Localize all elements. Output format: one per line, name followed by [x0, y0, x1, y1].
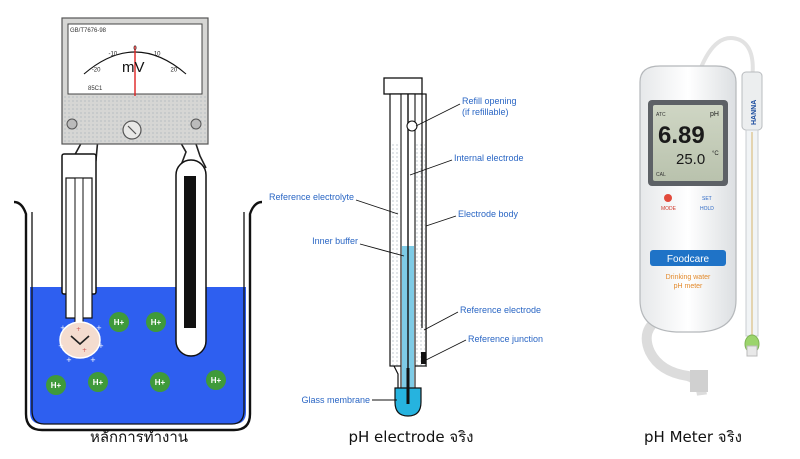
- probe-brand: HANNA: [751, 100, 758, 125]
- lcd-atc: ATC: [656, 112, 666, 118]
- svg-text:+: +: [58, 342, 64, 350]
- h-ion: [206, 370, 226, 390]
- caption-electrode: pH electrode จริง: [348, 428, 474, 446]
- reference-junction-mark: [421, 352, 426, 364]
- label-internal-electrode: Internal electrode: [454, 153, 524, 163]
- scale-mark-label: 20: [170, 67, 177, 73]
- beaker-inner-wall: [31, 212, 245, 425]
- h-ion: [88, 372, 108, 392]
- meter-subtitle-2: pH meter: [674, 283, 703, 290]
- label-electrode-body: Electrode body: [458, 209, 519, 219]
- h-ion: [146, 312, 166, 332]
- svg-text:+: +: [82, 347, 87, 354]
- voltmeter-unit: mV: [122, 59, 145, 76]
- label-reference-junction: Reference junction: [468, 334, 543, 344]
- power-icon[interactable]: [664, 194, 672, 202]
- solution-fill: [30, 287, 246, 424]
- glass-bulb: [59, 321, 101, 359]
- lcd-screen: [653, 105, 723, 181]
- caption-meter: pH Meter จริง: [644, 428, 742, 446]
- label-glass-membrane: Glass membrane: [301, 395, 370, 405]
- lcd-ph-label: pH: [710, 111, 719, 118]
- principle-diagram: ++ ++ ++ ++ H+H+H+H+H+H+: [13, 137, 263, 432]
- electrode-diagram: Refill opening (if refillable) Internal …: [269, 77, 543, 417]
- hold-button-label: HOLD: [700, 206, 714, 212]
- h-ion-label: H+: [211, 376, 222, 385]
- voltmeter-brand: 85C1: [88, 86, 103, 92]
- scale-mark-label: 0: [133, 46, 137, 52]
- caption-principle: หลักการทำงาน: [89, 428, 189, 446]
- mode-button-label: MODE: [661, 206, 677, 212]
- meter-subtitle-1: Drinking water: [666, 274, 711, 281]
- brand-badge: [650, 250, 726, 266]
- h-ion-label: H+: [151, 318, 162, 327]
- label-refill-opening: Refill opening: [462, 96, 517, 106]
- svg-text:+: +: [90, 356, 96, 364]
- internal-wire-end: [70, 335, 90, 346]
- svg-text:+: +: [76, 326, 81, 333]
- set-button-label: SET: [702, 196, 712, 202]
- h-ion: [150, 372, 170, 392]
- voltmeter: GB/T7676-98 mV 85C1 -20 -10 0 10 20: [61, 17, 209, 145]
- lcd-temp-unit: °C: [712, 151, 719, 157]
- voltmeter-scale-marks: -20 -10 0 10 20: [92, 46, 178, 73]
- lcd-ph-reading: 6.89: [658, 122, 705, 149]
- label-refill-note: (if refillable): [462, 107, 509, 117]
- h-ion: [46, 375, 66, 395]
- brand-badge-text: Foodcare: [667, 254, 710, 265]
- reference-electrode: [175, 159, 207, 357]
- lcd-cal: CAL: [656, 172, 666, 178]
- glass-electrode: ++ ++ ++ ++: [58, 153, 104, 364]
- h-ion: [109, 312, 129, 332]
- lcd-temp-reading: 25.0: [676, 151, 705, 168]
- h-ion-label: H+: [93, 378, 104, 387]
- svg-text:+: +: [60, 324, 66, 332]
- label-inner-buffer: Inner buffer: [312, 236, 358, 246]
- probe-cable: [698, 36, 755, 81]
- h-ion-label: H+: [155, 378, 166, 387]
- scale-mark-label: 10: [154, 52, 161, 58]
- label-reference-electrode: Reference electrode: [460, 305, 541, 315]
- refill-opening-hole: [406, 120, 418, 132]
- scale-mark-label: -10: [109, 52, 118, 58]
- hydrogen-ions: H+ H+ H+ H+ H+ H+: [46, 312, 226, 395]
- ph-meter-photo: ATC pH 6.89 25.0 °C CAL MODE SET HOLD Fo…: [639, 36, 763, 396]
- h-ion-label: H+: [114, 318, 125, 327]
- voltmeter-model: GB/T7676-98: [70, 28, 107, 34]
- beaker-outline: [13, 200, 263, 432]
- electrode-cap: [383, 77, 423, 95]
- h-ion-label: H+: [51, 381, 62, 390]
- svg-text:+: +: [98, 342, 104, 350]
- label-reference-electrolyte: Reference electrolyte: [269, 192, 354, 202]
- svg-text:+: +: [96, 324, 102, 332]
- svg-text:+: +: [66, 356, 72, 364]
- scale-mark-label: -20: [92, 67, 101, 73]
